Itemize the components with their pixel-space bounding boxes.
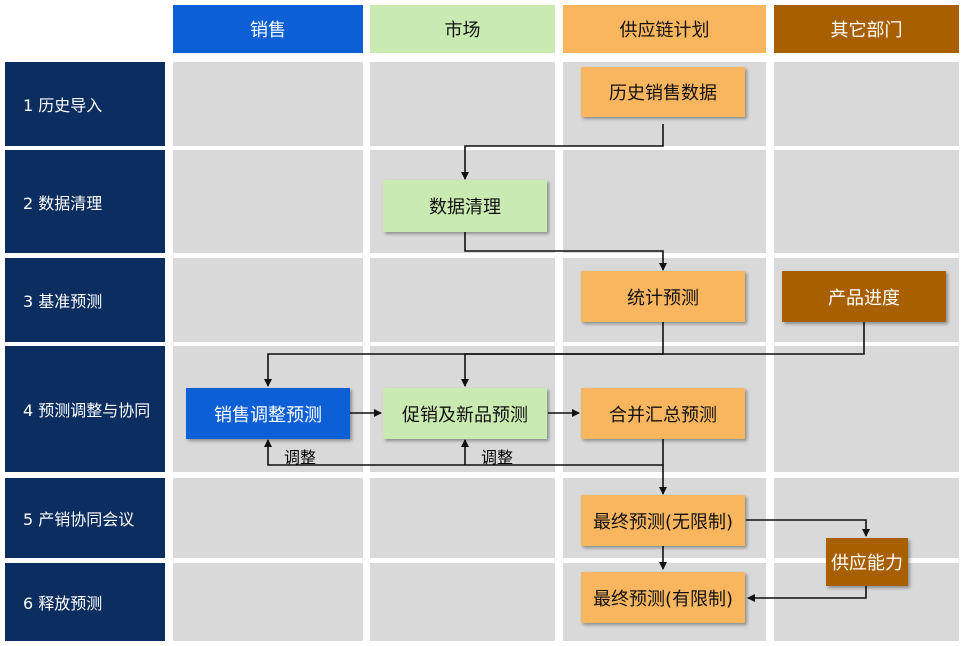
label-adjust-sales: 调整 (284, 448, 317, 467)
node-statistical-forecast: 统计预测 (581, 271, 745, 322)
row-header-baseline-forecast: 3 基准预测 (5, 258, 165, 342)
node-supply-capacity: 供应能力 (826, 538, 908, 586)
node-final-forecast-unconstrained: 最终预测(无限制) (581, 495, 745, 546)
lane-cell (370, 478, 555, 558)
lane-cell (370, 563, 555, 641)
lane-cell (173, 563, 363, 641)
lane-cell (173, 150, 363, 253)
column-header-supply-chain: 供应链计划 (563, 5, 766, 53)
row-header-adjust-collaborate: 4 预测调整与协同 (5, 346, 165, 472)
column-header-sales: 销售 (173, 5, 363, 53)
lane-cell (370, 62, 555, 146)
row-header-history-import: 1 历史导入 (5, 62, 165, 146)
node-product-progress: 产品进度 (782, 271, 946, 322)
lane-cell (774, 62, 959, 146)
arrow-history-to-cleaning (461, 124, 664, 180)
arrow-final-to-capacity (746, 519, 870, 537)
arrow-product-to-promo (461, 322, 865, 387)
column-header-marketing: 市场 (370, 5, 555, 53)
lane-cell (370, 258, 555, 342)
row-header-data-cleaning: 2 数据清理 (5, 150, 165, 253)
column-header-other-departments: 其它部门 (774, 5, 959, 53)
row-header-sop-meeting: 5 产销协同会议 (5, 478, 165, 558)
label-adjust-market: 调整 (481, 448, 514, 467)
row-header-release-forecast: 6 释放预测 (5, 563, 165, 641)
lane-cell (563, 150, 766, 253)
node-promo-new-product-forecast: 促销及新品预测 (383, 388, 547, 439)
lane-cell (774, 346, 959, 472)
lane-cell (173, 258, 363, 342)
node-sales-adjusted-forecast: 销售调整预测 (186, 388, 350, 439)
node-data-cleaning: 数据清理 (383, 180, 547, 232)
lane-cell (173, 62, 363, 146)
lane-cell (774, 150, 959, 253)
lane-cell (173, 478, 363, 558)
node-final-forecast-constrained: 最终预测(有限制) (581, 572, 745, 623)
arrow-capacity-to-limited (747, 586, 867, 602)
arrow-cleaning-to-stat (464, 232, 667, 271)
node-history-sales-data: 历史销售数据 (581, 67, 745, 117)
node-merged-forecast: 合并汇总预测 (581, 388, 745, 439)
